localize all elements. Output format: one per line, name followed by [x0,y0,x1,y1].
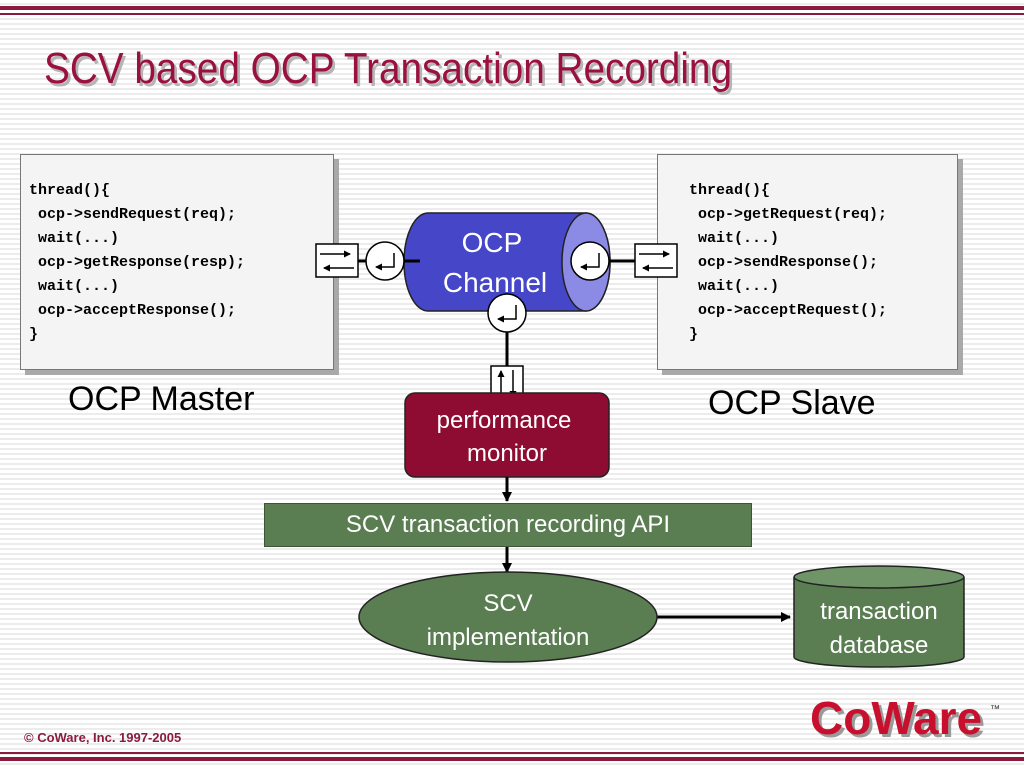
master-code-box: thread(){ ocp->sendRequest(req); wait(..… [20,154,334,370]
impl-text-1: SCV [483,590,532,617]
code-line: wait(...) [29,278,120,295]
code-line: } [689,326,699,343]
top-rule [0,6,1024,10]
transaction-database: transaction database [793,565,965,668]
code-line: thread(){ [689,182,771,199]
scv-recording-api: SCV transaction recording API [264,503,752,547]
logo-tm: ™ [990,704,1000,715]
slide-title: SCV based OCP Transaction Recording [44,44,733,93]
master-label: OCP Master [68,380,255,418]
logo-shadow: CoWare [813,695,985,747]
slave-port [634,243,678,278]
coware-logo: CoWare CoWare ™ [810,692,1000,747]
code-line: ocp->acceptResponse(); [29,302,237,319]
code-line: ocp->getRequest(req); [689,206,888,223]
ocp-channel: OCP Channel [403,212,611,312]
top-rule-thin [0,13,1024,15]
slave-code-box: thread(){ ocp->getRequest(req); wait(...… [657,154,958,370]
logo-text: CoWare [810,692,982,744]
code-line: wait(...) [689,278,780,295]
code-line: wait(...) [29,230,120,247]
code-line: ocp->sendResponse(); [689,254,879,271]
impl-text-2: implementation [427,624,590,651]
channel-text-2: Channel [443,267,547,298]
code-line: } [29,326,39,343]
monitor-channel-interface [487,293,527,366]
code-line: ocp->getResponse(resp); [29,254,246,271]
slave-channel-interface [570,241,635,281]
master-channel-interface [365,241,420,281]
copyright-footer: © CoWare, Inc. 1997-2005 [24,730,182,745]
channel-text-1: OCP [462,227,523,258]
bottom-rule-thin [0,752,1024,754]
database-text-2: database [830,632,929,659]
code-line: wait(...) [689,230,780,247]
code-line: thread(){ [29,182,111,199]
master-port [315,243,368,278]
monitor-text-2: monitor [467,440,547,467]
monitor-text-1: performance [437,407,572,434]
scv-implementation: SCV implementation [358,571,658,663]
code-line: ocp->acceptRequest(); [689,302,888,319]
slave-label: OCP Slave [708,384,876,422]
performance-monitor: performance monitor [404,392,610,478]
database-text-1: transaction [820,598,937,625]
bottom-rule [0,757,1024,761]
code-line: ocp->sendRequest(req); [29,206,237,223]
